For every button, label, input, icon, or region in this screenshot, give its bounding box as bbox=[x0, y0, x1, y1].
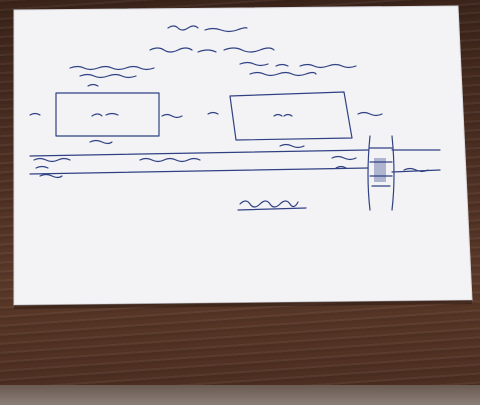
left-label-line3 bbox=[87, 83, 99, 87]
ladder-rungs bbox=[369, 147, 393, 187]
ladder-dark-block bbox=[374, 158, 386, 182]
road-line-bottom bbox=[29, 167, 369, 175]
right-rect-inner-text bbox=[273, 113, 293, 117]
right-label-line2 bbox=[249, 71, 317, 77]
left-label-line1 bbox=[69, 65, 155, 71]
left-rect-inner-text bbox=[91, 112, 119, 117]
ladder-right-rail bbox=[391, 135, 395, 211]
road-line-top bbox=[29, 149, 369, 157]
bottom-edge bbox=[0, 385, 480, 405]
right-rect-left-label bbox=[207, 111, 219, 115]
title-scribble bbox=[167, 25, 248, 33]
left-rect-right-label bbox=[161, 113, 183, 119]
road-right-labels bbox=[331, 155, 357, 169]
right-rect-bottom-label bbox=[279, 143, 305, 149]
subtitle-scribble bbox=[149, 47, 275, 53]
road-far-right-label bbox=[403, 167, 429, 173]
left-rectangle bbox=[55, 92, 160, 137]
road-center-label bbox=[139, 157, 201, 163]
road-left-labels bbox=[33, 157, 71, 179]
left-label-line2 bbox=[79, 73, 137, 79]
right-rectangle bbox=[229, 91, 353, 141]
handwriting bbox=[29, 25, 441, 211]
left-rect-bottom-label bbox=[89, 139, 113, 145]
ladder-left-rail bbox=[367, 135, 371, 211]
signature bbox=[237, 200, 307, 211]
right-rect-right-label bbox=[357, 111, 383, 117]
right-label-line1 bbox=[239, 61, 357, 69]
paper-shadow bbox=[14, 300, 472, 309]
road-line-bottom-right bbox=[391, 169, 441, 173]
left-rect-left-label bbox=[29, 112, 41, 116]
